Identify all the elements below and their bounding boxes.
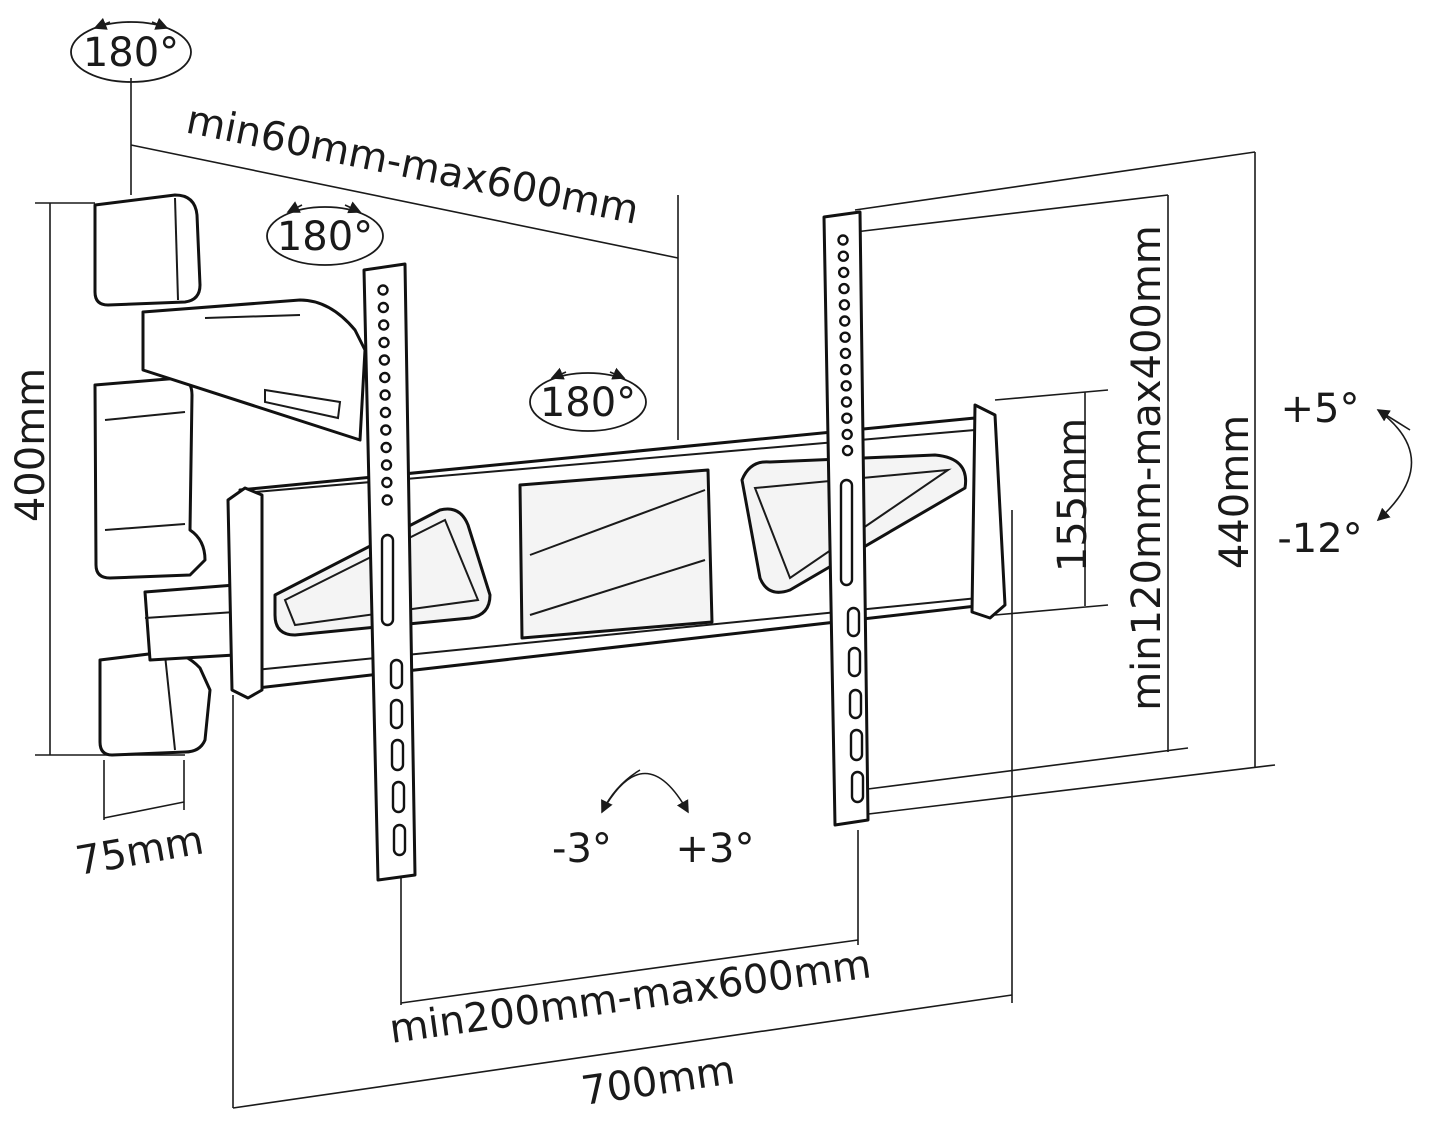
mounting-hole	[378, 336, 390, 349]
upper-arm	[141, 298, 367, 442]
mounting-hole	[837, 250, 850, 262]
overall-height-label: 440mm	[1212, 415, 1258, 569]
vertical-bracket-right	[822, 210, 870, 827]
mounting-slot	[389, 658, 404, 690]
level-minus-label: -3°	[552, 826, 612, 872]
rail-height-label: 155mm	[1050, 418, 1096, 572]
mounting-hole	[381, 476, 393, 489]
mounting-hole	[840, 380, 852, 392]
mounting-hole	[839, 315, 851, 327]
mounting-hole	[837, 234, 849, 246]
mounting-slot	[839, 478, 854, 587]
mounting-slot	[847, 646, 862, 678]
mounting-slot	[380, 533, 395, 627]
tilt-up-label: +5°	[1281, 386, 1360, 432]
wall-plate-width-label: 75mm	[72, 817, 207, 885]
vesa-vertical-label: min120mm-max400mm	[1124, 225, 1170, 711]
mounting-hole	[378, 319, 390, 331]
plate-swivel-label: 180°	[540, 380, 636, 426]
mounting-hole	[379, 389, 391, 401]
mounting-hole	[839, 347, 852, 360]
mounting-hole	[377, 301, 390, 314]
mounting-slot	[392, 823, 407, 857]
mounting-hole	[380, 424, 392, 436]
mounting-hole	[378, 354, 391, 366]
level-plus-label: +3°	[676, 826, 755, 872]
mounting-slot	[850, 770, 865, 804]
mounting-hole	[841, 444, 854, 457]
mounting-hole	[377, 284, 389, 296]
wall-swivel-label: 180°	[83, 30, 179, 76]
mounting-hole	[840, 363, 852, 376]
mounting-slot	[389, 698, 404, 730]
mounting-hole	[838, 282, 850, 295]
mounting-hole	[380, 441, 392, 454]
vertical-bracket-left	[362, 262, 417, 882]
overall-width-label: 700mm	[579, 1047, 738, 1115]
mounting-slot	[849, 728, 864, 762]
mounting-hole	[381, 494, 393, 506]
mounting-hole	[838, 299, 851, 311]
mounting-hole	[379, 371, 391, 384]
mounting-hole	[838, 266, 850, 279]
wall-swivel-indicator: 180°	[70, 17, 192, 83]
tilt-indicator: +5° -12°	[1277, 386, 1413, 562]
tilt-down-label: -12°	[1277, 516, 1362, 562]
mounting-hole	[379, 406, 392, 419]
level-adjust-indicator: -3° +3°	[552, 769, 755, 872]
mounting-hole	[840, 396, 853, 408]
arm-swivel-label: 180°	[277, 214, 373, 260]
vesa-horizontal-label: min200mm-max600mm	[387, 941, 874, 1052]
mounting-slot	[390, 738, 405, 772]
mounting-slot	[848, 688, 863, 720]
mounting-hole	[839, 331, 851, 343]
mounting-hole	[841, 412, 853, 424]
mounting-hole	[380, 459, 393, 471]
mounting-hole	[841, 428, 853, 441]
tv-rail	[226, 403, 1007, 700]
wall-plate	[93, 193, 212, 757]
wall-plate-height-label: 400mm	[8, 368, 54, 522]
dimension-lines	[35, 78, 1276, 1109]
extension-dimension-label: min60mm-max600mm	[183, 97, 643, 234]
mounting-slot	[846, 606, 861, 638]
arm-swivel-indicator: 180°	[266, 201, 384, 266]
mounting-slot	[391, 780, 406, 814]
plate-swivel-indicator: 180°	[529, 367, 647, 432]
lower-arm	[143, 583, 237, 662]
